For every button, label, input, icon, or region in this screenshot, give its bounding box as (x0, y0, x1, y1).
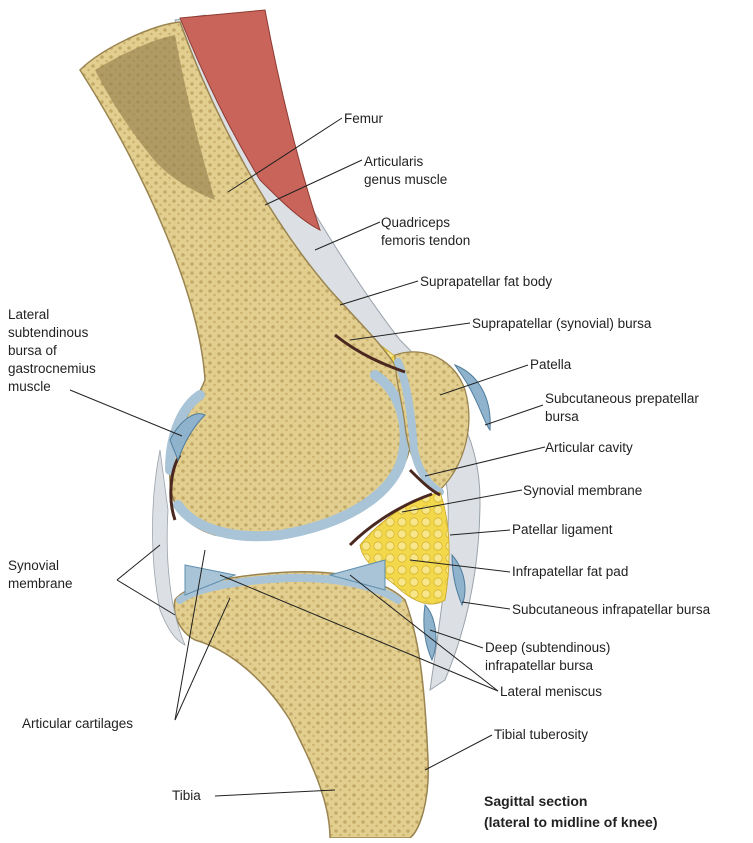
label-suprapatellar-fat: Suprapatellar fat body (420, 274, 553, 289)
label-articular-cartilages: Articular cartilages (22, 716, 134, 731)
synovial-membrane-shape (169, 333, 441, 547)
label-tibia: Tibia (172, 788, 201, 803)
label-prepatellar-1: Subcutaneous prepatellar (545, 391, 699, 406)
label-articularis-2: genus muscle (364, 172, 448, 187)
femur-marrow-shape (95, 35, 215, 200)
label-femur: Femur (344, 111, 384, 126)
deep-infrapatellar-bursa-shape (423, 603, 437, 662)
label-tibial-tuberosity: Tibial tuberosity (494, 727, 589, 742)
gastrocnemius-bursa-shape (169, 413, 206, 462)
femur-cartilage-shape (165, 370, 410, 542)
label-quadriceps-2: femoris tendon (381, 233, 471, 248)
posterior-soft-tissue-shape (152, 449, 186, 646)
label-prepatellar-2: bursa (545, 409, 579, 424)
label-lateral-bursa-2: subtendinous (8, 325, 89, 340)
tibia-cartilage-shape (176, 573, 402, 604)
label-synovial-left-2: membrane (8, 576, 73, 591)
label-lateral-bursa-4: gastrocnemius (8, 361, 96, 376)
label-lateral-bursa-3: bursa of (8, 343, 57, 358)
label-deep-infra-2: infrapatellar bursa (485, 658, 594, 673)
label-lateral-bursa-5: muscle (8, 379, 51, 394)
caption-line-1: Sagittal section (484, 793, 588, 809)
label-quadriceps-1: Quadriceps (381, 215, 451, 230)
label-lateral-bursa-1: Lateral (8, 307, 50, 322)
leader-lines (69, 117, 546, 797)
patella-cartilage-shape (394, 358, 444, 496)
label-articular-cavity: Articular cavity (545, 440, 633, 455)
label-suprapatellar-bursa: Suprapatellar (synovial) bursa (472, 316, 652, 331)
quadriceps-muscle-shape (179, 9, 321, 231)
meniscus-right-shape (328, 559, 386, 591)
prepatellar-bursa-shape (453, 363, 491, 432)
caption-line-2: (lateral to midline of knee) (484, 814, 658, 830)
label-synovial-right: Synovial membrane (523, 483, 643, 498)
meniscus-left-shape (184, 564, 237, 596)
label-deep-infra-1: Deep (subtendinous) (485, 640, 611, 655)
label-patellar-ligament: Patellar ligament (512, 522, 613, 537)
tibia-shape (173, 570, 430, 839)
label-articularis-1: Articularis (364, 154, 424, 169)
subcutaneous-infrapatellar-bursa-shape (451, 553, 466, 607)
label-patella: Patella (530, 357, 572, 372)
label-synovial-left-1: Synovial (8, 558, 60, 573)
label-infrapatellar-fat: Infrapatellar fat pad (512, 564, 629, 579)
label-subcut-infra: Subcutaneous infrapatellar bursa (512, 602, 711, 617)
label-lateral-meniscus: Lateral meniscus (500, 684, 603, 699)
